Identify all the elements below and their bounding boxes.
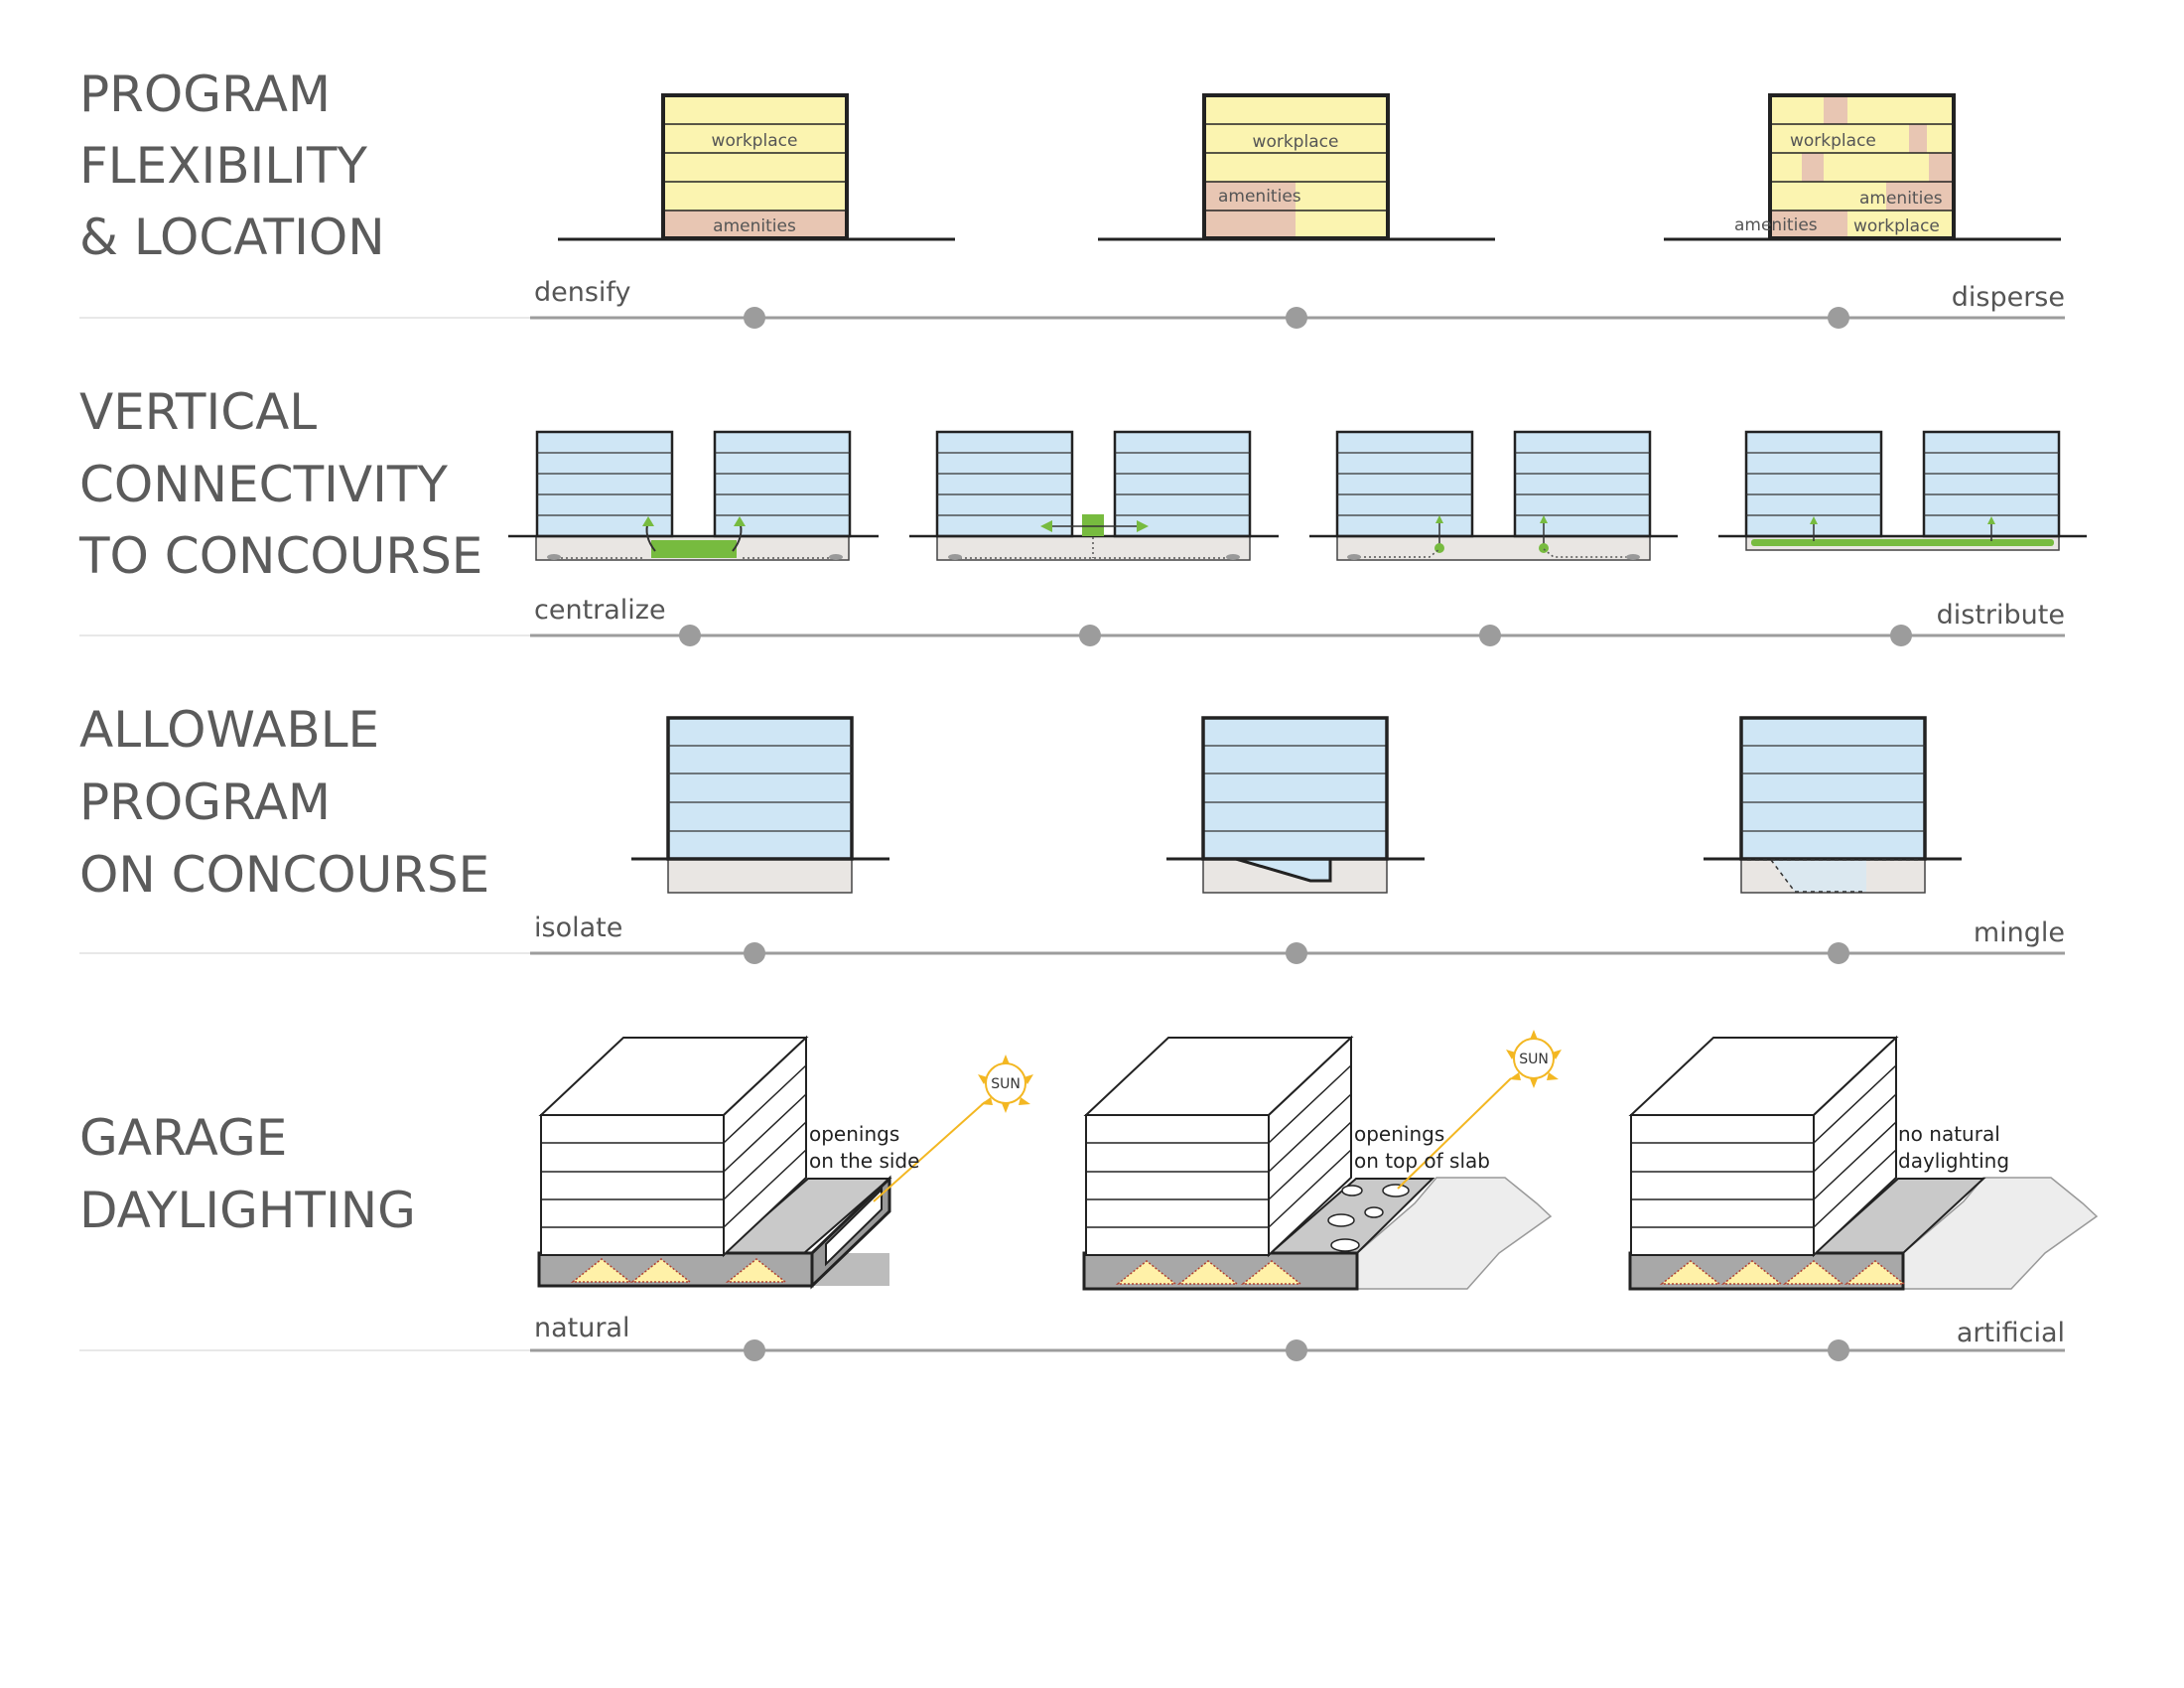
workplace-label: workplace	[1853, 216, 1940, 236]
section-program: PROGRAM FLEXIBILITY & LOCATION workplace…	[79, 66, 2065, 329]
section-vertical: VERTICAL CONNECTIVITY TO CONCOURSE	[78, 383, 2087, 646]
scale-stop-3[interactable]	[1828, 1339, 1849, 1361]
section-title-line: PROGRAM	[79, 774, 331, 831]
garage-note-line: openings	[1354, 1122, 1444, 1146]
sun-label: SUN	[991, 1076, 1021, 1092]
axis-right-label: disperse	[1952, 282, 2065, 313]
section-title-line: FLEXIBILITY	[79, 137, 367, 195]
amenities-label: amenities	[1859, 189, 1943, 209]
garage-note-line: on the side	[809, 1149, 919, 1173]
connectivity-centralized-1	[508, 430, 879, 561]
program-building-disperse: workplace amenities amenities workplace	[1664, 93, 2061, 241]
scale-stop-2[interactable]	[1286, 307, 1307, 329]
amenities-label: amenities	[1734, 215, 1818, 235]
axis-left-label: centralize	[534, 595, 666, 626]
program-building-densify: workplace amenities	[558, 93, 955, 241]
scale-stop-1[interactable]	[744, 942, 765, 964]
scale-stop-1[interactable]	[744, 307, 765, 329]
axis-right-label: artificial	[1957, 1318, 2065, 1348]
workplace-label: workplace	[1790, 131, 1876, 151]
garage-note-line: daylighting	[1898, 1149, 2009, 1173]
scale-stop-2[interactable]	[1286, 1339, 1307, 1361]
light-fixture-icon	[570, 1258, 788, 1283]
sun-icon: SUN	[978, 1055, 1033, 1113]
concourse-middle	[1166, 716, 1425, 894]
workplace-label: workplace	[712, 131, 798, 151]
garage-no-daylight: no natural daylighting	[1628, 1035, 2099, 1291]
axis-left-label: natural	[534, 1313, 630, 1343]
garage-openings-top: SUN openings on top of slab	[1082, 1030, 1562, 1291]
section-garage: GARAGE DAYLIGHTING	[79, 1030, 2099, 1361]
amenities-label: amenities	[713, 216, 796, 236]
section-title-line: PROGRAM	[79, 66, 331, 123]
section-title-line: TO CONCOURSE	[78, 527, 482, 585]
scale-stop-4[interactable]	[1890, 625, 1912, 646]
workplace-label: workplace	[1253, 132, 1339, 152]
sun-label: SUN	[1519, 1052, 1549, 1067]
connectivity-distributed-2	[1718, 430, 2087, 551]
connectivity-centralized-2	[909, 430, 1279, 561]
garage-note-line: openings	[809, 1122, 899, 1146]
scale-stop-3[interactable]	[1828, 307, 1849, 329]
scale-stop-2[interactable]	[1079, 625, 1101, 646]
scale-stop-1[interactable]	[679, 625, 701, 646]
section-title-line: GARAGE	[79, 1109, 287, 1167]
section-title-line: VERTICAL	[79, 383, 317, 441]
garage-note-line: no natural	[1898, 1122, 2000, 1146]
section-title-line: CONNECTIVITY	[79, 456, 448, 513]
garage-note-line: on top of slab	[1354, 1149, 1490, 1173]
section-title-line: DAYLIGHTING	[79, 1182, 416, 1239]
section-title-line: & LOCATION	[79, 209, 385, 266]
section-title-line: ON CONCOURSE	[79, 846, 489, 904]
light-fixture-icon	[1659, 1260, 1907, 1285]
amenities-label: amenities	[1218, 187, 1301, 207]
concourse-isolate	[631, 716, 889, 894]
axis-left-label: isolate	[534, 913, 622, 943]
section-title-line: ALLOWABLE	[79, 701, 379, 759]
axis-right-label: mingle	[1974, 917, 2065, 948]
axis-left-label: densify	[534, 277, 630, 308]
scale-stop-3[interactable]	[1828, 942, 1849, 964]
sun-icon: SUN	[1506, 1030, 1562, 1088]
scale-stop-3[interactable]	[1479, 625, 1501, 646]
connectivity-distributed-1	[1309, 430, 1678, 561]
garage-openings-side: SUN openings on the side	[537, 1035, 1033, 1290]
program-building-middle: workplace amenities	[1098, 93, 1495, 241]
section-allowable: ALLOWABLE PROGRAM ON CONCOURSE	[79, 701, 2065, 964]
scale-stop-2[interactable]	[1286, 942, 1307, 964]
axis-right-label: distribute	[1937, 600, 2065, 631]
scale-stop-1[interactable]	[744, 1339, 765, 1361]
light-fixture-icon	[1115, 1260, 1303, 1285]
concourse-mingle	[1704, 716, 1962, 894]
